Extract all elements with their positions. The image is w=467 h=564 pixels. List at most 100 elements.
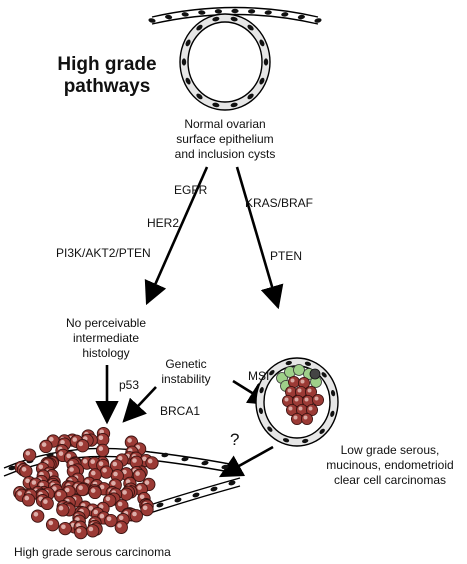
msi-label: MSI (248, 369, 270, 383)
tumor-cell-highlight (85, 479, 90, 484)
tumor-cell (145, 456, 159, 470)
nucleus (281, 12, 289, 17)
tumor-cell-highlight (78, 485, 83, 491)
tumor-cell-highlight (21, 467, 27, 472)
nucleus (228, 480, 236, 486)
tumor-cell-highlight (112, 461, 118, 467)
tumor-cell-highlight (139, 494, 145, 500)
tumor-cell-highlight (99, 484, 105, 490)
tumor-cell (21, 493, 36, 507)
tumor-cell-highlight (91, 470, 96, 476)
tumor-cell (88, 485, 102, 500)
arrow-right-pathway (235, 166, 284, 310)
tumor-cell (300, 412, 313, 425)
tumor-cell (311, 393, 324, 406)
tumor-cell-highlight (69, 467, 74, 472)
tumor-cell-highlight (132, 511, 137, 517)
tumor-cell-highlight (144, 480, 150, 485)
genetic-instability-label: Genetic instability (161, 357, 211, 386)
nucleus (248, 9, 256, 14)
nucleus (285, 360, 292, 366)
tumor-cell-highlight (58, 451, 64, 456)
tumor-cell-highlight (135, 471, 140, 476)
nucleus (201, 460, 209, 466)
nucleus (267, 426, 273, 432)
tumor-cell (22, 448, 37, 462)
tumor-cell-highlight (99, 513, 105, 519)
tumor-cell (39, 439, 53, 454)
tumor-cell-highlight (98, 461, 104, 467)
tumor-cell (287, 375, 300, 388)
tumor-cell-highlight (41, 442, 47, 447)
nucleus (259, 39, 265, 47)
nucleus (230, 16, 238, 22)
tumor-cell-highlight (98, 435, 104, 441)
top-surface-epithelium (148, 6, 322, 25)
nucleus (174, 497, 182, 503)
pten-label: PTEN (270, 249, 303, 263)
nucleus (212, 102, 220, 108)
nucleus (269, 370, 275, 376)
nucleus (282, 438, 290, 443)
tumor-cell-highlight (290, 378, 295, 383)
p53-label: p53 (119, 378, 140, 392)
tumor-cell-highlight (88, 526, 94, 532)
nucleus (259, 387, 264, 394)
tumor-cell (74, 525, 88, 540)
egfr-label: EGFR (174, 183, 208, 197)
tumor-cell (45, 518, 60, 532)
tumor-cell-highlight (127, 438, 132, 443)
nucleus (214, 9, 222, 14)
tumor-cell (31, 509, 45, 523)
nucleus (181, 456, 189, 462)
nucleus (210, 486, 218, 492)
high-grade-carcinoma-label: High grade serous carcinoma (14, 545, 171, 559)
tumor-cell-highlight (64, 487, 70, 493)
nucleus (302, 438, 309, 444)
tumor-cell-highlight (82, 459, 88, 464)
nucleus (196, 93, 203, 100)
nucleus (319, 428, 325, 434)
nucleus (314, 18, 322, 23)
tumor-cell-highlight (31, 480, 37, 485)
tumor-cell-highlight (308, 406, 313, 411)
nucleus (185, 39, 191, 47)
nucleus (148, 18, 156, 23)
nucleus (330, 410, 335, 417)
tumor-cell-highlight (300, 379, 305, 384)
high-grade-tumor-mass (13, 426, 159, 540)
tumor-cell-highlight (90, 488, 96, 493)
tumor-cell (19, 464, 33, 478)
nucleus (161, 452, 169, 458)
tumor-cell (129, 509, 143, 523)
arrow-left-pathway (144, 166, 209, 306)
kras-braf-label: KRAS/BRAF (245, 196, 314, 210)
normal-inclusion-cyst (179, 13, 271, 111)
tumor-cell-highlight (132, 458, 137, 463)
nucleus (198, 10, 206, 15)
tumor-cell-highlight (106, 516, 112, 522)
tumor-cell-highlight (60, 440, 65, 445)
tumor-cell-highlight (117, 501, 123, 507)
tumor-cell (58, 521, 72, 536)
tumor-cell-highlight (88, 506, 94, 511)
tumor-cell-highlight (298, 406, 303, 411)
nucleus (196, 24, 203, 31)
tumor-cell (114, 520, 128, 534)
tumor-cell-highlight (66, 453, 71, 459)
tumor-cell-highlight (17, 491, 23, 496)
tumor-cell-highlight (307, 388, 312, 393)
nucleus (259, 77, 265, 85)
tumor-cell-highlight (117, 455, 123, 461)
tumor-cell-highlight (24, 495, 30, 501)
tumor-cell-highlight (142, 456, 147, 462)
tumor-cell-highlight (33, 512, 39, 517)
low-grade-carcinoma-label: Low grade serous, mucinous, endometrioid… (326, 443, 454, 487)
tumor-cell-highlight (56, 491, 62, 497)
tumor-cell-highlight (142, 505, 148, 511)
green-cell (293, 364, 305, 376)
her2-label: HER2 (147, 216, 180, 230)
nucleus (264, 10, 272, 15)
tumor-cell-highlight (61, 524, 66, 530)
nucleus (258, 407, 263, 415)
